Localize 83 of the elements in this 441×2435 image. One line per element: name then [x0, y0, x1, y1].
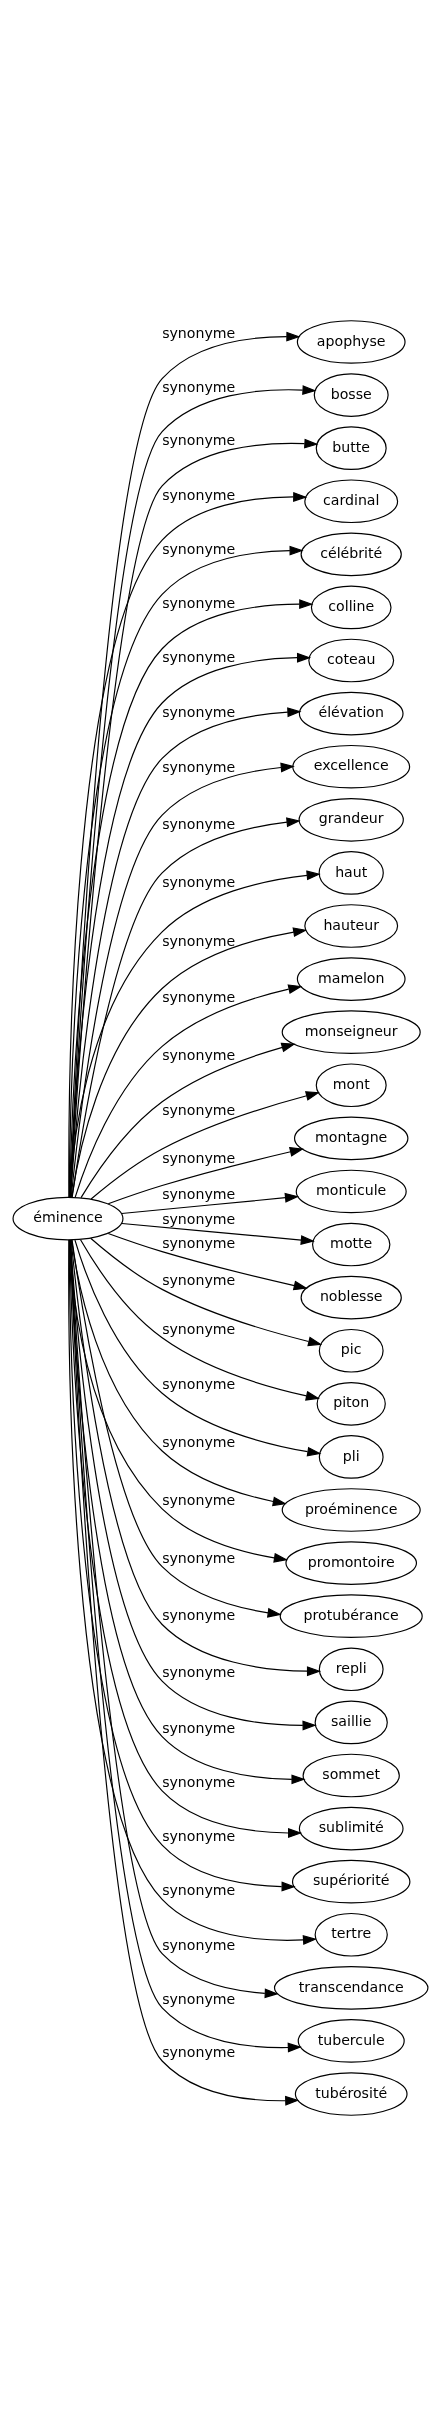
node-ellipse: montagne	[293, 1116, 409, 1160]
edge-label: synonyme	[162, 758, 236, 775]
node-ellipse: proéminence	[281, 1487, 421, 1532]
node-ellipse: grandeur	[298, 797, 404, 842]
edge-label: synonyme	[162, 1827, 236, 1844]
edge-label: synonyme	[162, 1663, 236, 1680]
node-ellipse: repli	[318, 1646, 384, 1691]
edge-label: synonyme	[162, 1719, 236, 1736]
node-ellipse: piton	[316, 1381, 386, 1426]
edge-label: synonyme	[162, 988, 236, 1005]
node-ellipse: sommet	[302, 1753, 400, 1797]
node-ellipse: motte	[312, 1222, 391, 1266]
node-ellipse: protubérance	[279, 1593, 423, 1638]
arrow	[71, 926, 308, 1198]
edge-label: synonyme	[162, 873, 236, 890]
arrow	[80, 1042, 296, 1198]
edge-label: synonyme	[162, 1320, 236, 1337]
node-ellipse: bosse	[313, 372, 389, 417]
node-ellipse: excellence	[292, 744, 411, 789]
node-ellipse: sublimité	[298, 1806, 404, 1850]
node-ellipse: coteau	[308, 638, 395, 682]
edge-label: synonyme	[162, 932, 236, 949]
edge-label: synonyme	[162, 1149, 236, 1166]
edge-label: synonyme	[162, 1375, 236, 1392]
edge-label: synonyme	[162, 594, 236, 611]
edge-label: synonyme	[162, 1936, 236, 1953]
edge-label: synonyme	[162, 1271, 236, 1288]
edge-label: synonyme	[162, 1990, 236, 2007]
node-ellipse: butte	[315, 425, 387, 470]
arrow	[90, 1090, 320, 1200]
node-ellipse: tertre	[314, 1912, 388, 1957]
node-ellipse: haut	[318, 850, 384, 895]
edge-label: synonyme	[162, 1491, 236, 1508]
node-ellipse: célébrité	[300, 532, 402, 576]
arrow	[69, 869, 321, 1198]
edge-label: synonyme	[162, 324, 236, 341]
edge-label: synonyme	[162, 1549, 236, 1566]
edge-label: synonyme	[162, 703, 236, 720]
arrow	[90, 1237, 323, 1346]
edge-label: synonyme	[162, 431, 236, 448]
arrow	[69, 1238, 279, 1998]
node-ellipse: pli	[318, 1434, 384, 1479]
edge-label: synonyme	[162, 1881, 236, 1898]
arrow	[121, 1222, 315, 1245]
edge-label: synonyme	[162, 1433, 236, 1450]
node-ellipse: colline	[310, 585, 392, 629]
edge-label: synonyme	[162, 1234, 236, 1251]
node-ellipse: pic	[318, 1328, 384, 1373]
node-ellipse: monticule	[295, 1169, 407, 1213]
node-ellipse: promontoire	[285, 1540, 418, 1585]
node-ellipse: mont	[315, 1062, 387, 1107]
edge-label: synonyme	[162, 1185, 236, 1202]
arrow	[74, 983, 303, 1198]
node-ellipse: tubercule	[297, 2018, 405, 2063]
node-ellipse: noblesse	[300, 1275, 402, 1319]
node-ellipse: mamelon	[296, 956, 406, 1001]
arrow	[71, 1238, 282, 1618]
edge-label: synonyme	[162, 540, 236, 557]
node-ellipse: transcendance	[273, 1965, 429, 2010]
arrow	[107, 1146, 304, 1204]
edge-label: synonyme	[162, 815, 236, 832]
node-ellipse: saillie	[314, 1700, 388, 1744]
node-ellipse: tubérosité	[294, 2071, 408, 2116]
node-ellipse: supériorité	[291, 1859, 411, 1903]
node-ellipse: élévation	[298, 691, 404, 735]
edge-label: synonyme	[162, 1046, 236, 1063]
edge-label: synonyme	[162, 1773, 236, 1790]
arrow	[79, 1238, 320, 1401]
arrow	[74, 1239, 322, 1457]
edge-label: synonyme	[162, 1210, 236, 1227]
node-ellipse: apophyse	[296, 319, 406, 364]
arrow	[107, 1232, 308, 1290]
edge-label: synonyme	[162, 486, 236, 503]
node-ellipse: hauteur	[304, 903, 399, 948]
arrow	[121, 1192, 300, 1214]
arrow	[68, 1239, 318, 1945]
edge-label: synonyme	[162, 1101, 236, 1118]
edge-label: synonyme	[162, 2043, 236, 2060]
edge-label: synonyme	[162, 378, 236, 395]
node-ellipse: éminence	[12, 1196, 124, 1240]
edge-label: synonyme	[162, 648, 236, 665]
edge-label: synonyme	[162, 1606, 236, 1623]
node-ellipse: cardinal	[304, 478, 399, 523]
